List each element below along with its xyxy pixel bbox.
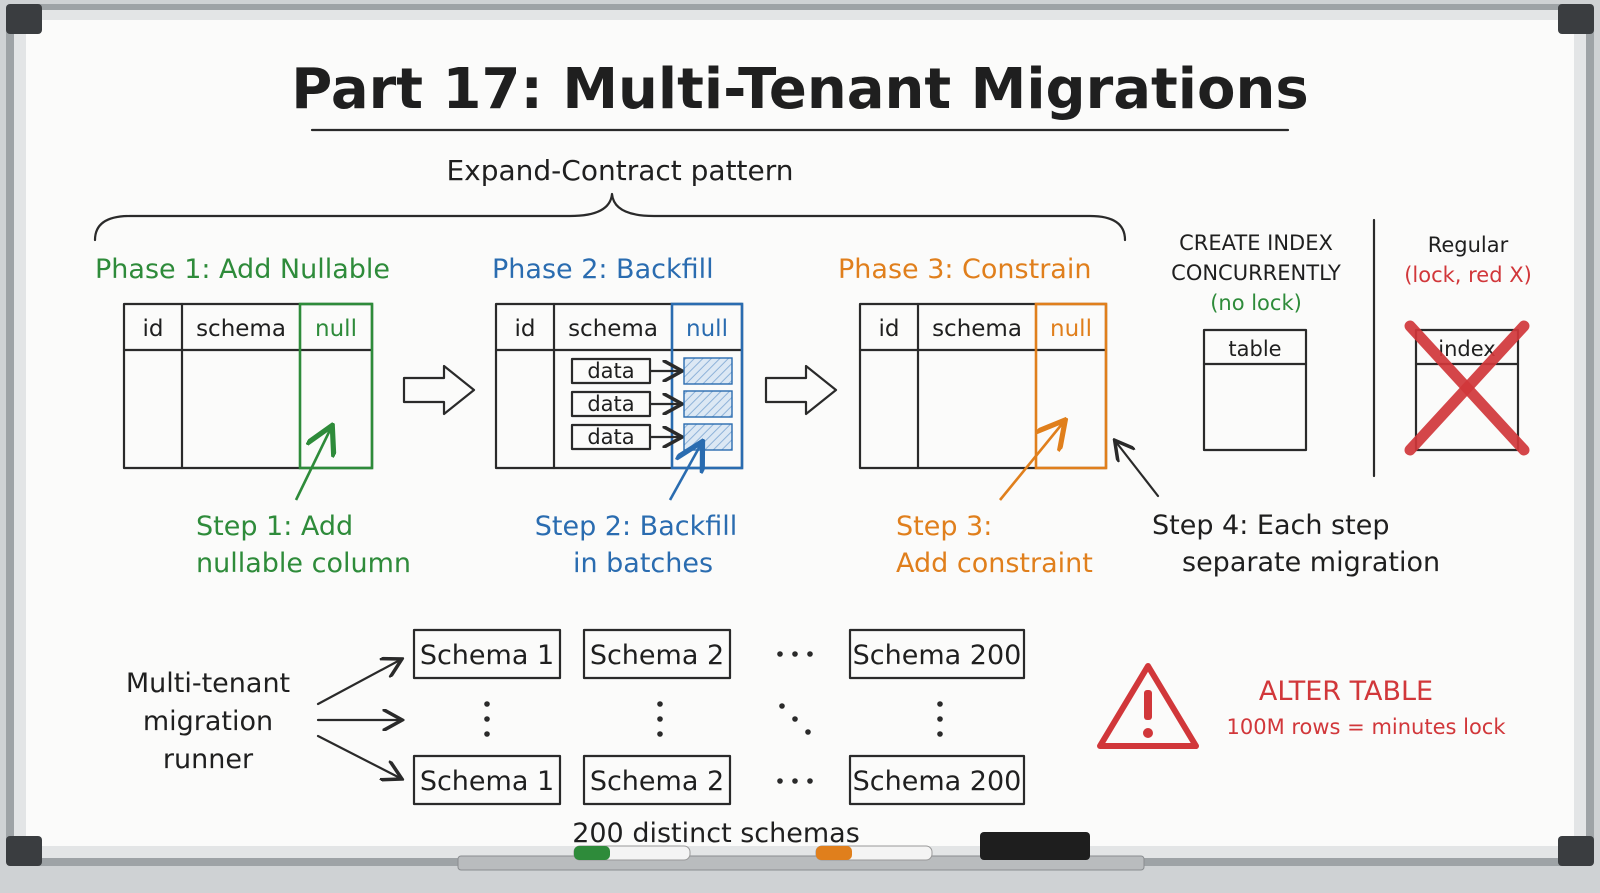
phase-1-col-schema: schema	[196, 316, 286, 342]
pattern-brace	[93, 192, 1127, 242]
phase-3: Phase 3: Constrain id schema null Step 3…	[838, 254, 1108, 579]
phase-3-table: id schema null	[858, 302, 1108, 470]
step-3-line1: Step 3:	[896, 511, 992, 542]
phase-1-col-id: id	[143, 316, 164, 342]
phase-1-arrow	[294, 430, 330, 501]
step-4-line2: separate migration	[1182, 547, 1440, 578]
runner: Multi-tenant migration runner	[126, 660, 400, 778]
phase-2-title: Phase 2: Backfill	[492, 254, 714, 285]
schema-grid: Schema 1 Schema 2 Schema 200 Schema 1 Sc…	[412, 628, 1026, 849]
regular-note: (lock, red X)	[1404, 263, 1532, 287]
regular-index-panel: Regular (lock, red X) index	[1404, 233, 1532, 456]
schema-top-1: Schema 1	[420, 640, 554, 671]
phase-2-col-schema: schema	[568, 316, 658, 342]
concurrent-line2: CONCURRENTLY	[1171, 261, 1341, 285]
marker-tray	[457, 832, 1145, 871]
concurrent-note: (no lock)	[1210, 291, 1302, 315]
phase-3-arrow	[998, 424, 1062, 501]
board-frame	[6, 4, 1594, 866]
step-4: Step 4: Each step separate migration	[1116, 442, 1440, 578]
schema-top-200: Schema 200	[853, 640, 1022, 671]
ellipsis-dots	[484, 651, 943, 784]
phase-1-col-null: null	[315, 316, 357, 342]
phase-1: Phase 1: Add Nullable id schema null Ste…	[95, 254, 411, 579]
runner-line2: migration	[143, 706, 273, 737]
flow-arrow-2	[764, 364, 838, 416]
schema-bottom-1: Schema 1	[420, 766, 554, 797]
concurrent-table-label: table	[1228, 337, 1281, 361]
runner-line1: Multi-tenant	[126, 668, 290, 699]
concurrent-line1: CREATE INDEX	[1179, 231, 1333, 255]
flow-arrow-1	[402, 364, 476, 416]
runner-line3: runner	[163, 744, 254, 775]
page-title: Part 17: Multi-Tenant Migrations	[291, 57, 1308, 122]
phase-2-col-id: id	[515, 316, 536, 342]
phase-1-title: Phase 1: Add Nullable	[95, 254, 390, 285]
schema-top-2: Schema 2	[590, 640, 724, 671]
phase-2-arrow	[668, 446, 700, 501]
phase-3-title: Phase 3: Constrain	[838, 254, 1091, 285]
step-1-line2: nullable column	[196, 548, 411, 579]
phase-3-col-schema: schema	[932, 316, 1022, 342]
phase-1-table: id schema null	[122, 302, 374, 470]
phase-3-col-null: null	[1050, 316, 1092, 342]
warning-panel: ALTER TABLE 100M rows = minutes lock	[1097, 663, 1506, 749]
warning-triangle-icon	[1097, 663, 1199, 749]
regular-line1: Regular	[1428, 233, 1509, 257]
backfill-data-1: data	[587, 359, 634, 383]
backfill-data-3: data	[587, 425, 634, 449]
red-x-icon	[1404, 320, 1530, 456]
step-1-line1: Step 1: Add	[196, 511, 353, 542]
warning-line2: 100M rows = minutes lock	[1226, 715, 1506, 739]
step-3-line2: Add constraint	[896, 548, 1093, 579]
step-2-line2: in batches	[573, 548, 713, 579]
schema-bottom-200: Schema 200	[853, 766, 1022, 797]
phase-2: Phase 2: Backfill id schema null data da…	[492, 254, 744, 579]
pattern-label: Expand-Contract pattern	[446, 154, 793, 187]
warning-line1: ALTER TABLE	[1259, 676, 1433, 707]
step-2-line1: Step 2: Backfill	[535, 511, 737, 542]
phase-2-col-null: null	[686, 316, 728, 342]
backfill-data-2: data	[587, 392, 634, 416]
phase-3-col-id: id	[879, 316, 900, 342]
regular-table-label: index	[1438, 337, 1495, 361]
schema-bottom-2: Schema 2	[590, 766, 724, 797]
concurrent-index-panel: CREATE INDEX CONCURRENTLY (no lock) tabl…	[1171, 231, 1341, 452]
schemas-caption: 200 distinct schemas	[572, 818, 860, 849]
step-4-line1: Step 4: Each step	[1152, 510, 1389, 541]
